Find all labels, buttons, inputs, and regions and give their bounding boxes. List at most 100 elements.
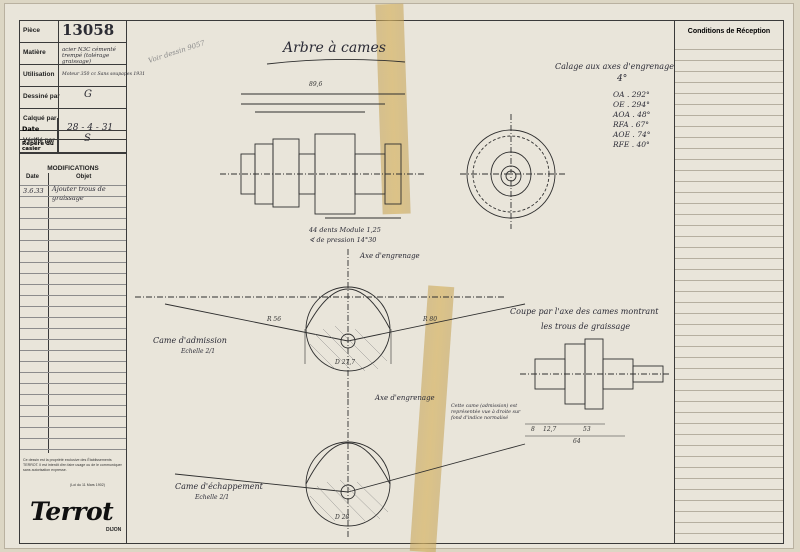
dim-coupe-8: 8 [531, 426, 535, 433]
calage-value: OE . 294° [613, 100, 650, 109]
title-block: Pièce 13058 Matière acier N3C cémenté tr… [19, 20, 145, 544]
ruled-line [675, 269, 783, 270]
ruled-line [675, 93, 783, 94]
ruled-line [675, 478, 783, 479]
terrot-logo: Terrot [30, 497, 114, 526]
ruled-line [675, 214, 783, 215]
modification-line [20, 350, 126, 351]
date-value: 28 - 4 - 31 [67, 123, 114, 133]
calage-value: RFA . 67° [613, 120, 650, 129]
modification-line [20, 262, 126, 263]
row-divider [58, 65, 59, 86]
modification-line [20, 306, 126, 307]
conditions-column: Conditions de Réception [674, 20, 784, 544]
modification-line [20, 416, 126, 417]
ruled-line [675, 324, 783, 325]
gear-end-view [460, 114, 565, 229]
modifications-divider [48, 173, 49, 453]
ruled-line [675, 489, 783, 490]
ruled-line [675, 390, 783, 391]
ruled-line [675, 192, 783, 193]
verifie-value: S [84, 133, 91, 144]
ruled-line [675, 379, 783, 380]
ruled-line [675, 302, 783, 303]
ruled-line [675, 533, 783, 534]
ruled-line [675, 368, 783, 369]
modification-line [20, 284, 126, 285]
echappement-scale: Echelle 2/1 [195, 494, 230, 501]
ruled-line [675, 401, 783, 402]
ruled-line [675, 258, 783, 259]
row-divider [58, 109, 59, 130]
conditions-title: Conditions de Réception [687, 28, 771, 35]
ruled-line [675, 170, 783, 171]
admission-label: Came d'admission [153, 336, 227, 345]
modification-line [20, 339, 126, 340]
modification-line [20, 251, 126, 252]
modification-line [20, 317, 126, 318]
drawing-sheet: Pièce 13058 Matière acier N3C cémenté tr… [4, 3, 794, 552]
calage-value: OA . 292° [613, 90, 650, 99]
dim-coupe-12: 12,7 [543, 426, 557, 433]
row-divider [58, 43, 59, 64]
dessine-value: G [84, 89, 92, 100]
modifications-headers: Date Objet [20, 173, 126, 185]
ownership-notice: Ce dessin est la propriété exclusive des… [23, 458, 122, 472]
title-underline [266, 58, 406, 65]
ruled-line [675, 236, 783, 237]
row-divider [57, 118, 58, 140]
dessine-label: Dessiné par [23, 93, 60, 100]
calage-angle: 4° [617, 74, 628, 84]
ruled-line [675, 456, 783, 457]
ruled-line [675, 445, 783, 446]
admission-cam [135, 249, 526, 399]
echappement-hatch [309, 479, 389, 522]
ruled-line [675, 357, 783, 358]
ruled-line [675, 511, 783, 512]
logo-city: DIJON [106, 527, 122, 533]
dim-length-total: 89,6 [309, 81, 323, 88]
ruled-line [675, 412, 783, 413]
coupe-title-1: Coupe par l'axe des cames montrant [510, 307, 659, 316]
dim-coupe-64: 64 [573, 438, 581, 445]
calage-value: AOA . 48° [613, 110, 651, 119]
modification-line [20, 229, 126, 230]
dim-d-admission: D 27,7 [335, 359, 356, 366]
dim-r-admission: R 80 [423, 316, 438, 323]
modification-line [20, 207, 126, 208]
law-note: (Loi du 11 Mars 1902) [70, 483, 105, 487]
date-row: Date 28 - 4 - 31 [19, 118, 127, 140]
modification-line [20, 185, 126, 186]
ruled-line [675, 181, 783, 182]
dim-d-echappement: D 28 [335, 514, 350, 521]
modification-line [20, 218, 126, 219]
ruled-line [675, 104, 783, 105]
modification-line [20, 427, 126, 428]
teeth-note-1: 44 dents Module 1,25 [309, 226, 381, 234]
dim-r-admission-2: R 56 [267, 316, 282, 323]
modification-line [20, 383, 126, 384]
matiere-value: acier N3C cémenté trempé (tolérage grais… [62, 47, 116, 65]
row-dessine: Dessiné par G [20, 87, 126, 109]
drawing-title: Arbre à cames [283, 40, 386, 56]
piece-number: 13058 [62, 21, 115, 39]
utilisation-value: Moteur 350 cc Sans soupapes 1931 [62, 72, 146, 77]
modification-line [20, 361, 126, 362]
modification-line [20, 273, 126, 274]
ruled-line [675, 247, 783, 248]
ruled-line [675, 500, 783, 501]
modification-line [20, 394, 126, 395]
ruled-line [675, 434, 783, 435]
calage-value: RFE . 40° [613, 140, 650, 149]
ruled-line [675, 159, 783, 160]
admission-scale: Echelle 2/1 [181, 348, 216, 355]
ruled-line [675, 137, 783, 138]
ruled-line [675, 49, 783, 50]
repere-row: Repère du casier [19, 140, 127, 154]
ruled-line [675, 291, 783, 292]
ruled-line [675, 203, 783, 204]
modification-line [20, 372, 126, 373]
objet-header: Objet [76, 174, 92, 180]
axe-label-2: Axe d'engrenage [375, 394, 435, 402]
echappement-cam [174, 399, 526, 539]
